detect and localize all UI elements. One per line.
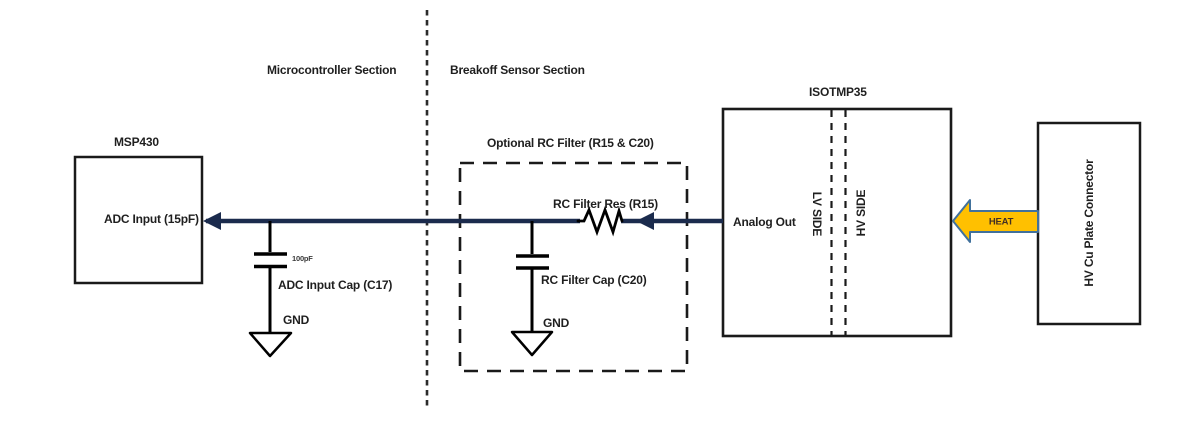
hv-side-label: HV SIDE <box>854 189 868 237</box>
isotmp35-title: ISOTMP35 <box>809 85 867 99</box>
gnd-symbol-c17 <box>248 331 293 358</box>
arrowhead-to-filter <box>636 212 654 230</box>
adc-input-pin-label: ADC Input (15pF) <box>104 212 199 226</box>
c17-value-label: 100pF <box>292 254 313 263</box>
c17-label: ADC Input Cap (C17) <box>278 278 393 292</box>
lv-side-label: LV SIDE <box>810 191 824 237</box>
arrowhead-to-msp430 <box>203 212 221 230</box>
rc-filter-dashed-box <box>458 161 689 373</box>
heat-label: HEAT <box>988 216 1014 228</box>
isotmp35-box <box>721 107 953 338</box>
rc-filter-res-label: RC Filter Res (R15) <box>553 197 658 211</box>
resistor-r15-symbol <box>576 205 624 237</box>
c17-gnd-label: GND <box>283 313 310 327</box>
analog-out-label: Analog Out <box>733 215 796 229</box>
connector-label: HV Cu Plate Connector <box>1082 159 1096 287</box>
c20-gnd-label: GND <box>543 316 570 330</box>
connector-box <box>1036 121 1142 326</box>
gnd-symbol-c20 <box>510 330 554 357</box>
msp430-title: MSP430 <box>114 135 159 149</box>
msp430-box <box>73 155 204 285</box>
microcontroller-section-title: Microcontroller Section <box>267 63 397 77</box>
breakoff-sensor-section-title: Breakoff Sensor Section <box>450 63 585 77</box>
heat-arrow <box>952 199 1039 243</box>
rc-filter-cap-label: RC Filter Cap (C20) <box>541 273 647 287</box>
rc-filter-title: Optional RC Filter (R15 & C20) <box>487 136 654 150</box>
